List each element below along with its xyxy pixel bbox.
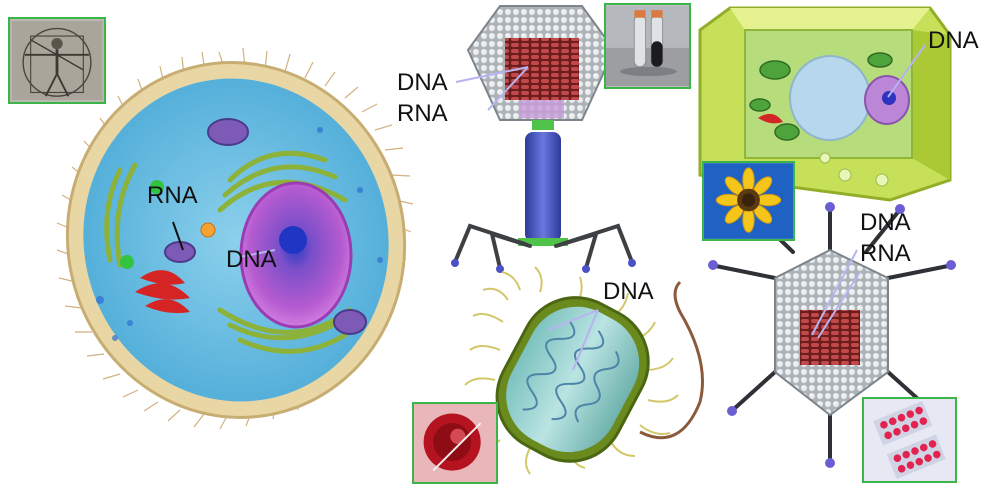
phage-tail [525,132,561,242]
adenovirus-dna-label: DNA [860,210,911,236]
plant-cell-dna-label: DNA [928,28,979,54]
animal-cell-rna-label: RNA [147,183,198,209]
bacterium-dna-label: DNA [603,279,654,305]
sunflower-icon [702,161,795,241]
phage-rna-label: RNA [397,101,448,127]
centrosome [201,223,215,237]
dna-array-chip-icon [862,397,957,483]
central-vacuole [790,56,870,140]
adenovirus-rna-label: RNA [860,241,911,267]
test-tubes-icon [604,3,691,89]
vitruvian-man-icon [8,17,106,104]
phage-dna-label: DNA [397,70,448,96]
blood-cell-icon [412,402,498,484]
nucleolus [279,226,307,254]
bacterium [464,267,703,481]
animal-cell-dna-label: DNA [226,247,277,273]
